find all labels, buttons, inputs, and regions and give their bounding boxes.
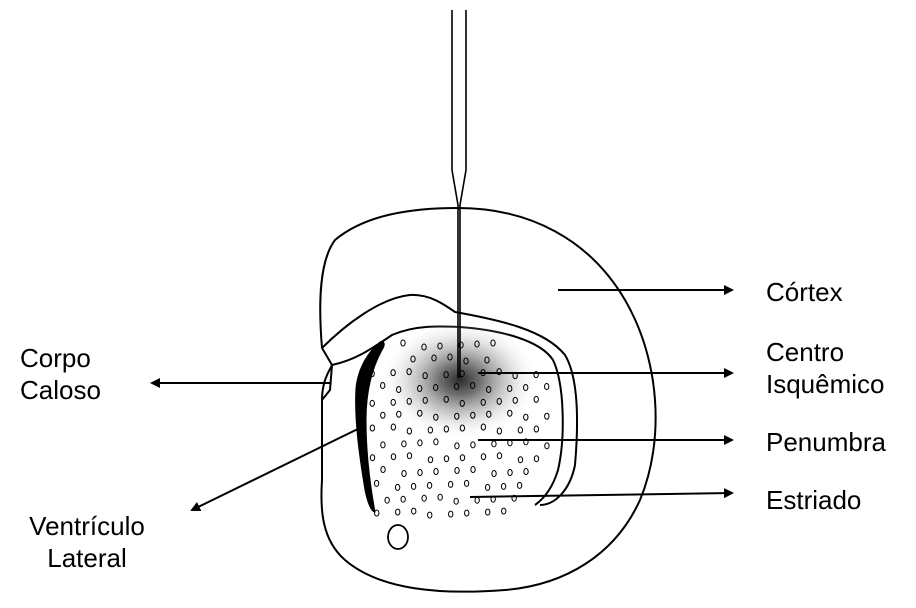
label-corpo-caloso-line1: Corpo bbox=[20, 342, 101, 374]
striatum-dot bbox=[381, 467, 385, 473]
striatum-dot bbox=[501, 483, 505, 489]
striatum-dot bbox=[391, 424, 395, 430]
striatum-dot bbox=[407, 453, 411, 459]
label-centro-isquemico-line2: Isquêmico bbox=[766, 368, 885, 400]
label-ventriculo-lateral-line2: Lateral bbox=[12, 542, 162, 574]
label-corpo-caloso-line2: Caloso bbox=[20, 374, 101, 406]
striatum-dot bbox=[434, 469, 438, 475]
striatum-dot bbox=[471, 467, 475, 473]
label-ventriculo-lateral: Ventrículo Lateral bbox=[12, 510, 162, 574]
striatum-dot bbox=[524, 414, 528, 420]
striatum-dot bbox=[427, 482, 431, 488]
striatum-dot bbox=[460, 455, 464, 461]
arrow-ventriculo-lateral bbox=[192, 425, 366, 510]
label-cortex-text: Córtex bbox=[766, 276, 843, 308]
striatum-dot bbox=[381, 442, 385, 448]
striatum-dot bbox=[444, 456, 448, 462]
anterior-commissure bbox=[388, 525, 408, 549]
striatum-dot bbox=[486, 509, 490, 515]
striatum-dot bbox=[455, 443, 459, 449]
arrow-estriado bbox=[470, 493, 732, 497]
striatum-dot bbox=[497, 453, 501, 459]
striatum-dot bbox=[418, 440, 422, 446]
striatum-dot bbox=[402, 441, 406, 447]
striatum-dot bbox=[464, 480, 468, 486]
striatum-dot bbox=[374, 480, 378, 486]
striatum-dot bbox=[412, 508, 416, 514]
striatum-dot bbox=[370, 455, 374, 461]
label-ventriculo-lateral-line1: Ventrículo bbox=[12, 510, 162, 542]
striatum-dot bbox=[370, 400, 374, 406]
striatum-dot bbox=[475, 497, 479, 503]
striatum-dot bbox=[518, 457, 522, 463]
striatum-dot bbox=[518, 427, 522, 433]
striatum-dot bbox=[471, 442, 475, 448]
striatum-dot bbox=[534, 426, 538, 432]
striatum-dot bbox=[418, 470, 422, 476]
striatum-dot bbox=[502, 508, 506, 514]
label-penumbra-text: Penumbra bbox=[766, 426, 886, 458]
striatum-dot bbox=[492, 471, 496, 477]
striatum-dot bbox=[401, 496, 405, 502]
label-estriado-text: Estriado bbox=[766, 484, 861, 516]
label-penumbra: Penumbra bbox=[766, 426, 886, 458]
striatum-dot bbox=[370, 425, 374, 431]
label-centro-isquemico-line1: Centro bbox=[766, 336, 885, 368]
striatum-dot bbox=[524, 469, 528, 475]
striatum-dot bbox=[428, 512, 432, 518]
striatum-dot bbox=[428, 457, 432, 463]
striatum-dot bbox=[381, 412, 385, 418]
striatum-dot bbox=[545, 443, 549, 449]
striatum-dot bbox=[545, 413, 549, 419]
striatum-dot bbox=[411, 483, 415, 489]
striatum-dot bbox=[402, 471, 406, 477]
striatum-dot bbox=[492, 441, 496, 447]
striatum-dot bbox=[508, 470, 512, 476]
label-cortex: Córtex bbox=[766, 276, 843, 308]
label-corpo-caloso: Corpo Caloso bbox=[20, 342, 101, 406]
striatum-dot bbox=[375, 510, 379, 516]
striatum-dot bbox=[517, 482, 521, 488]
striatum-dot bbox=[454, 498, 458, 504]
striatum-dot bbox=[448, 481, 452, 487]
striatum-dot bbox=[407, 428, 411, 434]
striatum-dot bbox=[395, 484, 399, 490]
striatum-dot bbox=[434, 439, 438, 445]
striatum-dot bbox=[422, 495, 426, 501]
striatum-dot bbox=[465, 510, 469, 516]
striatum-dot bbox=[396, 509, 400, 515]
striatum-dot bbox=[481, 454, 485, 460]
label-estriado: Estriado bbox=[766, 484, 861, 516]
striatum-dot bbox=[438, 494, 442, 500]
striatum-dot bbox=[385, 497, 389, 503]
striatum-dot bbox=[455, 468, 459, 474]
striatum-dot bbox=[449, 511, 453, 517]
label-centro-isquemico: Centro Isquêmico bbox=[766, 336, 885, 400]
striatum-dot bbox=[485, 484, 489, 490]
striatum-dot bbox=[391, 454, 395, 460]
striatum-dot bbox=[534, 456, 538, 462]
striatum-dot bbox=[544, 384, 548, 390]
